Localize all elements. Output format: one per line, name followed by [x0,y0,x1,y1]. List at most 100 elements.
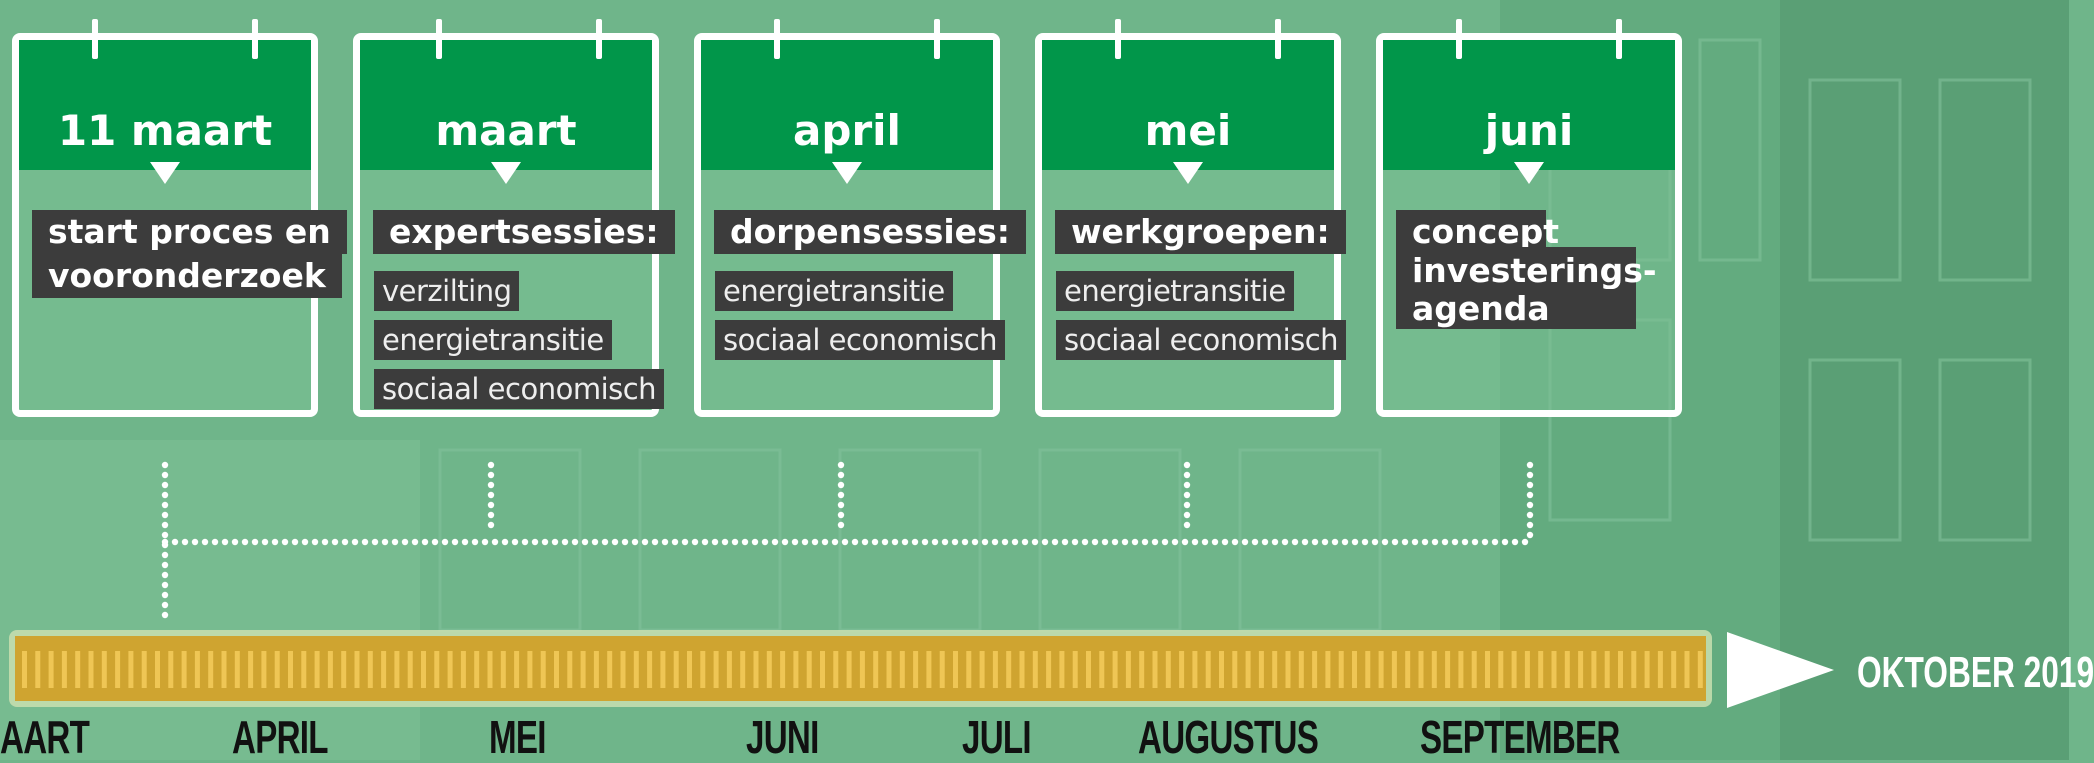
timeline-tick [1538,651,1544,688]
connector-dot [1081,538,1089,546]
timeline-tick [673,651,679,688]
timeline-tick [540,651,546,688]
connector-dot [321,538,329,546]
timeline-tick [859,651,865,688]
connector-dot [487,461,495,469]
timeline-tick [1431,651,1437,688]
connector-dot [1061,538,1069,546]
connector-dot [1311,538,1319,546]
timeline-tick [1631,651,1637,688]
connector-dot [591,538,599,546]
connector-dot [1051,538,1059,546]
connector-dot [487,511,495,519]
connector-dot [621,538,629,546]
connector-dot [161,561,169,569]
timeline-tick [1032,651,1038,688]
timeline-tick [474,651,480,688]
timeline-tick [620,651,626,688]
connector-dot [161,521,169,529]
timeline-tick [327,651,333,688]
connector-dot [1161,538,1169,546]
timeline-tick [1272,651,1278,688]
timeline-tick [833,651,839,688]
connector-dot [1183,501,1191,509]
timeline-tick [713,651,719,688]
connector-dot [1461,538,1469,546]
timeline-tick [660,651,666,688]
timeline-tick [1139,651,1145,688]
connector-dot [1261,538,1269,546]
connector-dot [487,471,495,479]
timeline-tick [168,651,174,688]
connector-dot [551,538,559,546]
timeline-tick [793,651,799,688]
timeline-tick [288,651,293,688]
timeline-ticks [22,651,1703,688]
connector-dot [1101,538,1109,546]
connector-dot [261,538,269,546]
connector-dot [931,538,939,546]
connector-dot [1526,531,1534,539]
timeline-tick [248,651,254,688]
connector-dot [1331,538,1339,546]
timeline-tick [567,651,573,688]
connector-dot [791,538,799,546]
timeline-tick [181,651,187,688]
connector-dot [451,538,459,546]
card-item-label: energietransitie [1056,271,1294,311]
timeline-tick [939,651,945,688]
connector-dot [837,481,845,489]
connector-dot [941,538,949,546]
connector-dot [481,538,489,546]
timeline-tick [1059,651,1065,688]
connector-dot [1411,538,1419,546]
connector-dot [701,538,709,546]
connector-dot [1421,538,1429,546]
connector-dot [1183,461,1191,469]
timeline-tick [1232,651,1238,688]
connector-dot [391,538,399,546]
card-bold-label: vooronderzoek [32,254,342,298]
card-header [1042,40,1334,170]
connector-dot [681,538,689,546]
calendar-ring-icon [92,19,98,59]
timeline-end-label: OKTOBER 2019 [1857,648,2094,697]
month-label-mei: MEI [489,711,546,763]
timeline-tick [992,651,998,688]
timeline-tick [1179,651,1185,688]
connector-dot [811,538,819,546]
down-pointer-icon [832,162,862,184]
connector-dot [781,538,789,546]
connector-dot [1391,538,1399,546]
connector-dot [771,538,779,546]
connector-dot [837,461,845,469]
connector-dot [1481,538,1489,546]
calendar-ring-icon [1456,19,1462,59]
connector-dot [1191,538,1199,546]
connector-dot [911,538,919,546]
connector-dot [1141,538,1149,546]
calendar-card-maart: maart expertsessies: verzilting energiet… [353,19,675,417]
connector-dot [161,481,169,489]
connector-dot [841,538,849,546]
timeline-tick [726,651,732,688]
card-bold-label: werkgroepen: [1055,210,1346,254]
connector-dot [1321,538,1329,546]
timeline-tick [766,651,772,688]
timeline-tick [846,651,852,688]
connector-dot [341,538,349,546]
connector-dot [901,538,909,546]
card-bold-label: expertsessies: [373,210,675,254]
connector-dot [641,538,649,546]
timeline-tick [979,651,985,688]
connector-dot [1491,538,1499,546]
connector-dot [1001,538,1009,546]
timeline-tick [1485,651,1490,688]
timeline-tick [1325,651,1331,688]
timeline-tick [1258,651,1264,688]
timeline-tick [687,651,692,688]
card-title: april [793,106,901,155]
timeline-tick [1192,651,1198,688]
connector-dot [491,538,499,546]
timeline-tick [1564,651,1570,688]
